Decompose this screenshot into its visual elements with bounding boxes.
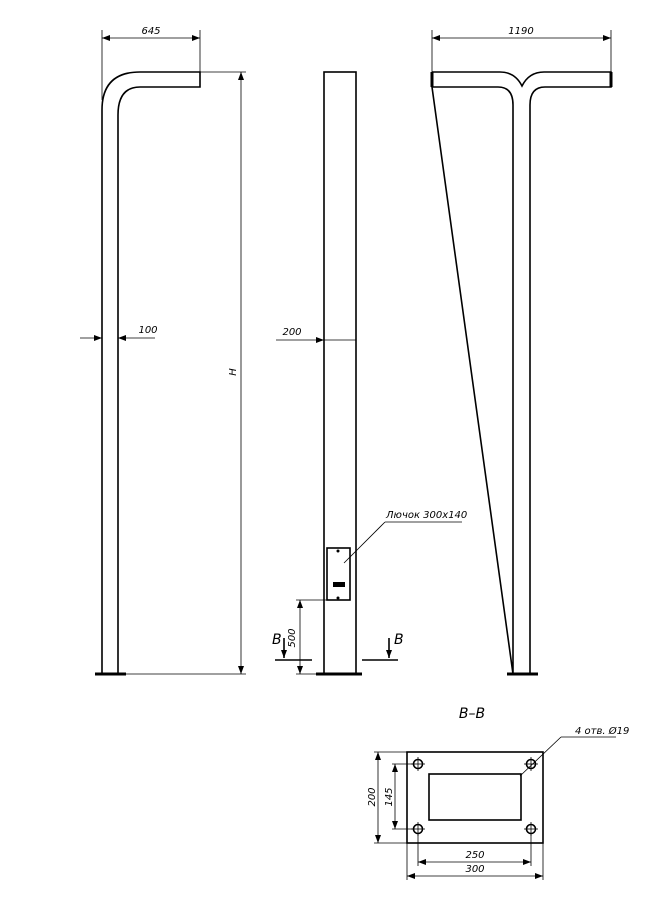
dim-hole-spacing-horizontal: 250 xyxy=(465,850,484,861)
pole-front-view-t: 1190 xyxy=(430,26,613,676)
hatch-label: Лючок 300x140 xyxy=(385,510,467,521)
section-b-b: B–B 4 отв. Ø19 200 145 250 300 xyxy=(367,706,629,880)
dim-hatch-height: 500 xyxy=(287,628,298,647)
dim-arm-length: 645 xyxy=(141,26,160,37)
dim-hole-spacing-vertical: 145 xyxy=(384,787,395,806)
hatch-door xyxy=(326,547,351,601)
pole-side-view-hatch: 200 Лючок 300x140 500 B B xyxy=(272,71,467,676)
section-mark-right: B xyxy=(394,632,404,648)
dim-arm-span: 1190 xyxy=(508,26,533,37)
dim-plate-height: 200 xyxy=(367,787,378,806)
hatch-lock-icon xyxy=(333,582,345,587)
dim-pipe-diameter: 100 xyxy=(138,325,157,336)
dim-plate-width: 300 xyxy=(465,864,484,875)
plate-opening xyxy=(428,773,522,821)
section-title: B–B xyxy=(459,706,485,722)
dim-height: H xyxy=(228,368,239,376)
dim-pipe-width: 200 xyxy=(282,327,301,338)
section-mark-left: B xyxy=(272,632,282,648)
base-plate xyxy=(406,751,544,844)
holes-label: 4 отв. Ø19 xyxy=(575,725,629,737)
pole-side-view-l: 645 100 H xyxy=(80,26,246,676)
